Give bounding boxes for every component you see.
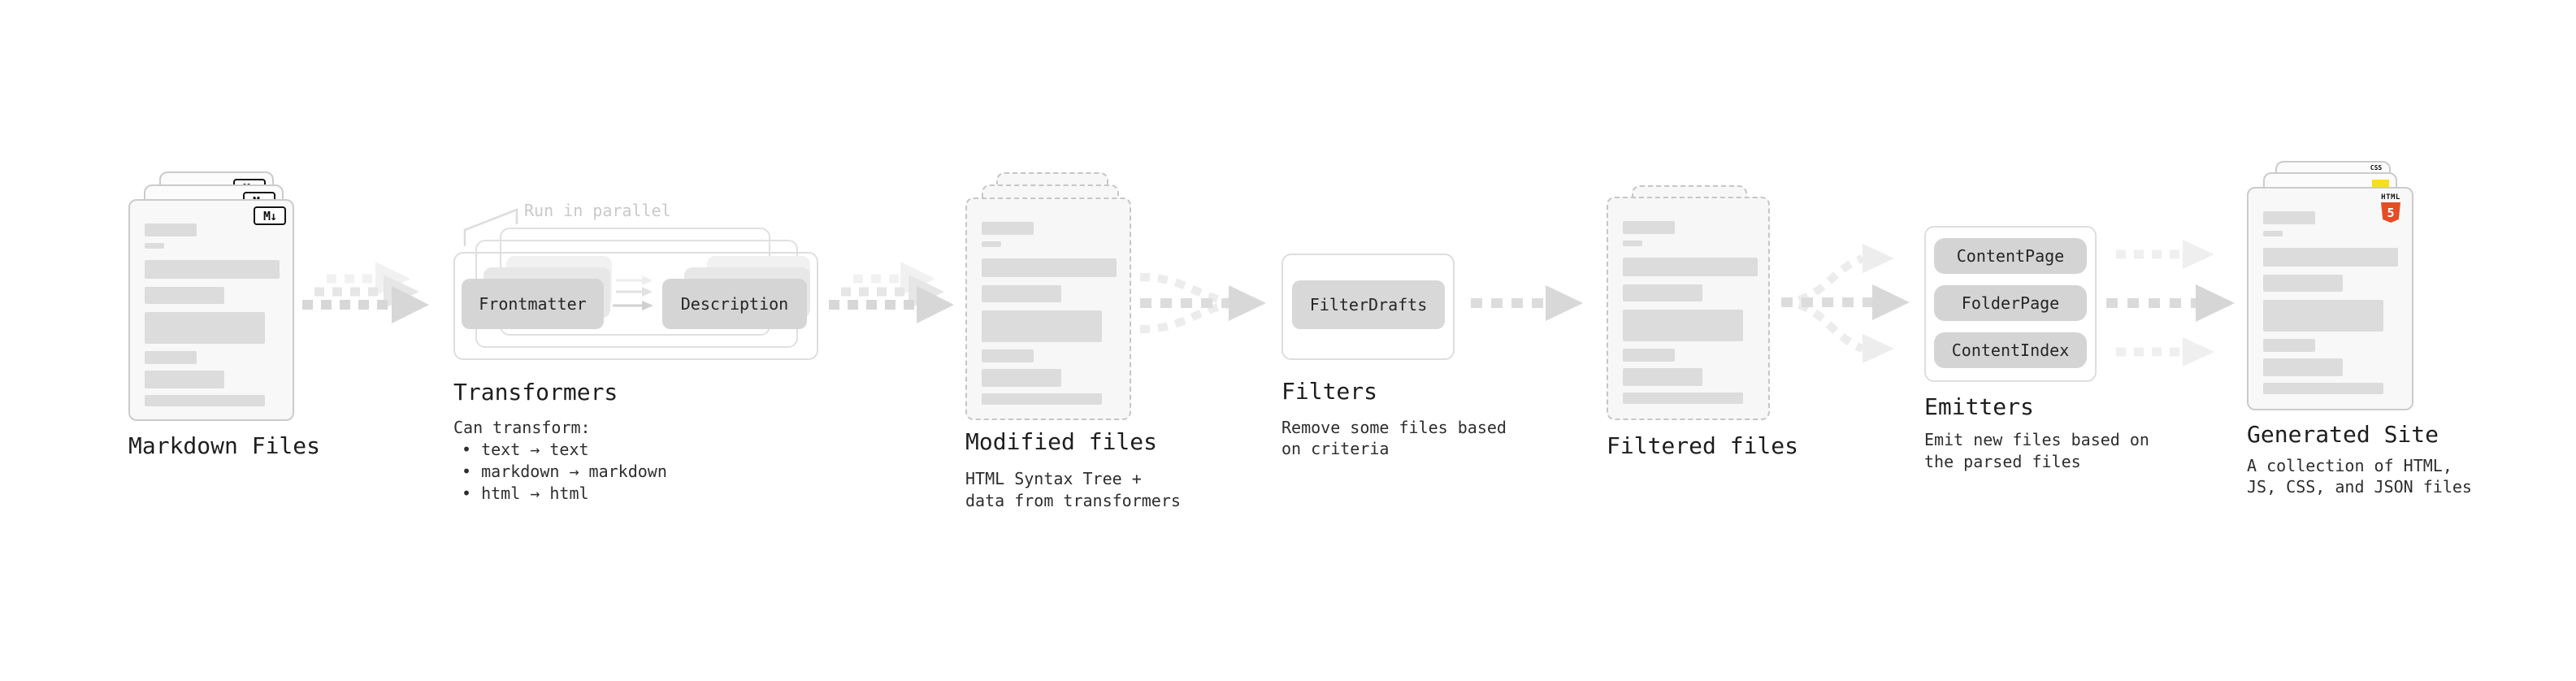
doc-text-placeholder-bars (145, 223, 280, 406)
transformers-bullet: • markdown → markdown (462, 462, 667, 481)
arrow-filters-to-filtered-icon (1471, 285, 1583, 321)
emitters-description: Emit new files based on the parsed files (1924, 429, 2149, 473)
filtered-doc-front (1607, 197, 1770, 420)
arrow-markdown-to-transformers-icon (302, 262, 429, 323)
description-pill: Description (662, 279, 807, 329)
frontmatter-pill: Frontmatter (462, 279, 604, 329)
transformers-title: Transformers (453, 379, 618, 406)
transformers-bullet: • text → text (462, 440, 589, 459)
modified-doc-front (965, 197, 1131, 420)
modified-files-description: HTML Syntax Tree + data from transformer… (965, 468, 1181, 512)
contentindex-pill-label: ContentIndex (1951, 340, 2070, 360)
folderpage-pill: FolderPage (1934, 285, 2087, 321)
markdown-doc-front: M↓ (128, 199, 294, 421)
run-in-parallel-note: Run in parallel (524, 201, 671, 220)
filtered-files-title: Filtered files (1607, 432, 1799, 459)
emitters-desc-line: the parsed files (1924, 452, 2081, 471)
contentindex-pill: ContentIndex (1934, 332, 2087, 368)
filters-desc-line: Remove some files based (1281, 418, 1507, 437)
transformers-bullet: • html → html (462, 484, 589, 503)
markdown-icon: M↓ (254, 206, 286, 225)
arrow-filtered-to-emitters-icon (1780, 244, 1910, 363)
description-pill-label: Description (680, 294, 789, 314)
transformers-desc-heading: Can transform: (453, 418, 591, 437)
arrow-emitters-to-generated-icon (2106, 240, 2235, 367)
filters-desc-line: on criteria (1281, 439, 1390, 458)
filters-description: Remove some files based on criteria (1281, 417, 1507, 459)
contentpage-pill-label: ContentPage (1956, 246, 2065, 266)
generated-site-title: Generated Site (2247, 421, 2439, 448)
modified-desc-line: HTML Syntax Tree + (965, 469, 1142, 488)
doc-text-placeholder-bars (2263, 211, 2398, 394)
contentpage-pill: ContentPage (1934, 238, 2087, 274)
generated-desc-line: JS, CSS, and JSON files (2247, 477, 2472, 497)
filterdrafts-pill: FilterDrafts (1292, 280, 1445, 329)
filterdrafts-pill-label: FilterDrafts (1309, 295, 1428, 314)
folderpage-pill-label: FolderPage (1961, 293, 2060, 313)
emitters-desc-line: Emit new files based on (1924, 430, 2149, 449)
transformers-description: Can transform: • text → text • markdown … (453, 417, 667, 505)
html5-icon: HTML 5 (2379, 194, 2402, 223)
modified-desc-line: data from transformers (965, 491, 1181, 510)
emitters-title: Emitters (1924, 393, 2034, 420)
transformer-box-front (453, 252, 818, 360)
doc-text-placeholder-bars (982, 222, 1117, 405)
arrow-modified-to-filters-icon (1139, 273, 1266, 333)
frontmatter-pill-label: Frontmatter (479, 294, 587, 314)
generated-doc-front: HTML 5 (2247, 187, 2413, 410)
doc-text-placeholder-bars (1623, 221, 1758, 404)
modified-files-title: Modified files (965, 428, 1158, 455)
arrow-transformers-to-modified-icon (829, 262, 954, 323)
javascript-icon (2372, 180, 2389, 189)
generated-desc-line: A collection of HTML, (2247, 456, 2452, 475)
generated-site-description: A collection of HTML, JS, CSS, and JSON … (2247, 455, 2472, 497)
filters-title: Filters (1281, 378, 1378, 405)
markdown-files-title: Markdown Files (128, 432, 321, 459)
